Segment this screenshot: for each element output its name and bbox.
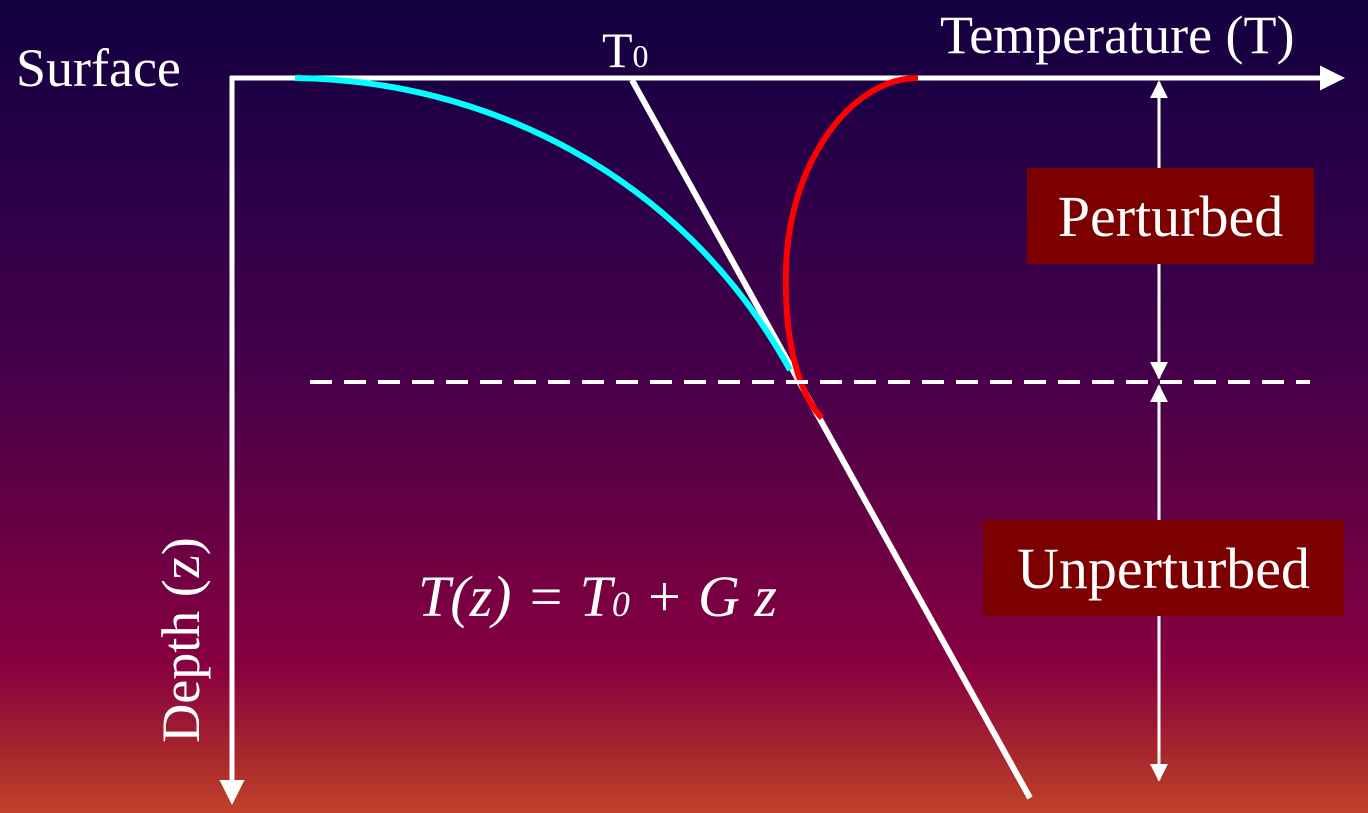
t0-label-base: T [602, 22, 633, 78]
temperature-axis-label: Temperature (T) [940, 5, 1295, 65]
equation-subscript: 0 [611, 584, 630, 624]
warming-curve [782, 75, 919, 421]
equation-lhs: T(z) = T [418, 564, 612, 629]
geotherm-equation: T(z) = T0 + G z [418, 568, 777, 626]
surface-label: Surface [16, 38, 181, 98]
t0-label: T0 [602, 25, 649, 75]
equation-rhs: + G z [629, 564, 777, 629]
geotherm-line [629, 78, 1033, 800]
perturbed-zone-label: Perturbed [1027, 168, 1314, 264]
t0-label-subscript: 0 [632, 38, 649, 74]
cooling-curve [294, 75, 793, 372]
unperturbed-zone-label: Unperturbed [983, 520, 1344, 616]
depth-axis-label: Depth (z) [151, 537, 211, 743]
